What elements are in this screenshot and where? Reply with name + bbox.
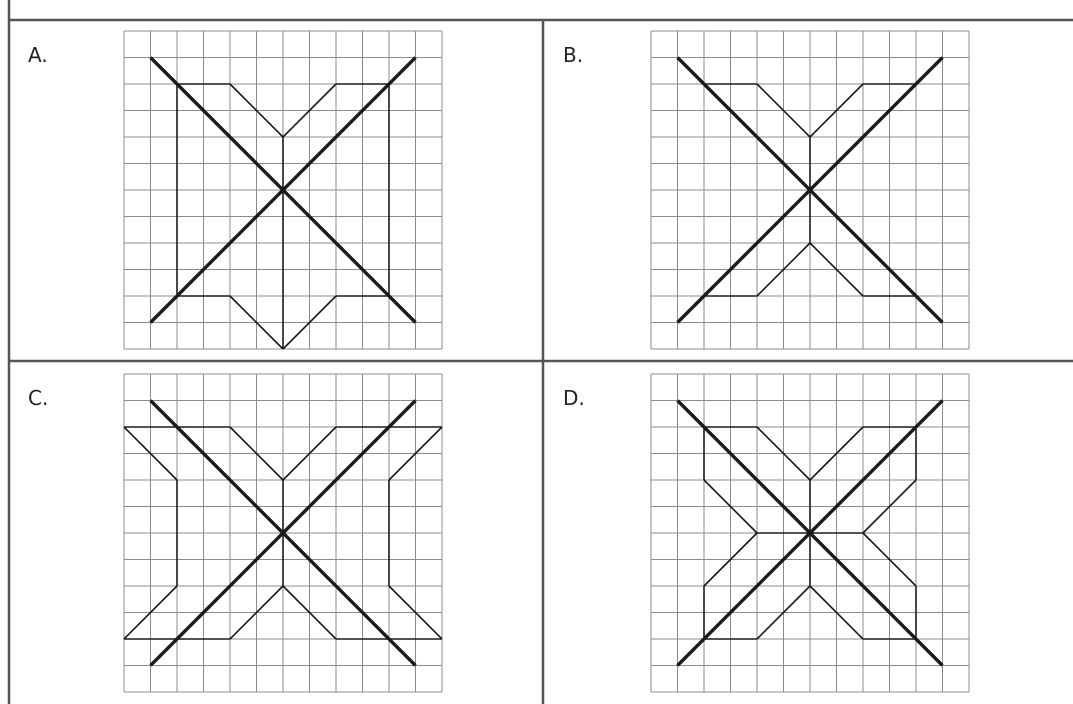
shape-segment [756,426,811,481]
shape-segment [229,585,284,640]
diagonal-line [676,56,944,324]
shape-segment [123,585,178,640]
diagonal-line [149,399,417,667]
shape-segment [809,242,864,297]
shape-segment [123,426,178,481]
shape-segment [809,585,864,640]
shape-segment [282,295,337,350]
shape-segment [756,83,811,138]
shape-segment [703,532,758,587]
shape-segment [388,426,443,481]
panel-b-figure [650,30,970,350]
shape-segment [862,532,917,587]
shape-segment [282,585,337,640]
panel-d-label: D. [563,386,585,410]
shape-segment [862,479,917,534]
shape-segment [229,83,284,138]
diagonal-line [676,399,944,667]
panel-b-label: B. [563,43,583,67]
panel-c-label: C. [28,386,48,410]
shape-segment [229,426,284,481]
panel-d-figure [650,373,970,693]
shape-segment [282,426,337,481]
panel-c-figure [123,373,443,693]
panel-a-figure [123,30,443,350]
shape-segment [756,585,811,640]
panel-a-label: A. [28,43,48,67]
shape-segment [229,295,284,350]
shape-segment [756,242,811,297]
shape-segment [388,585,443,640]
shape-segment [282,83,337,138]
shape-segment [809,83,864,138]
diagonal-line [149,56,417,324]
shape-segment [703,479,758,534]
panel-frame [7,0,1073,704]
shape-segment [809,426,864,481]
